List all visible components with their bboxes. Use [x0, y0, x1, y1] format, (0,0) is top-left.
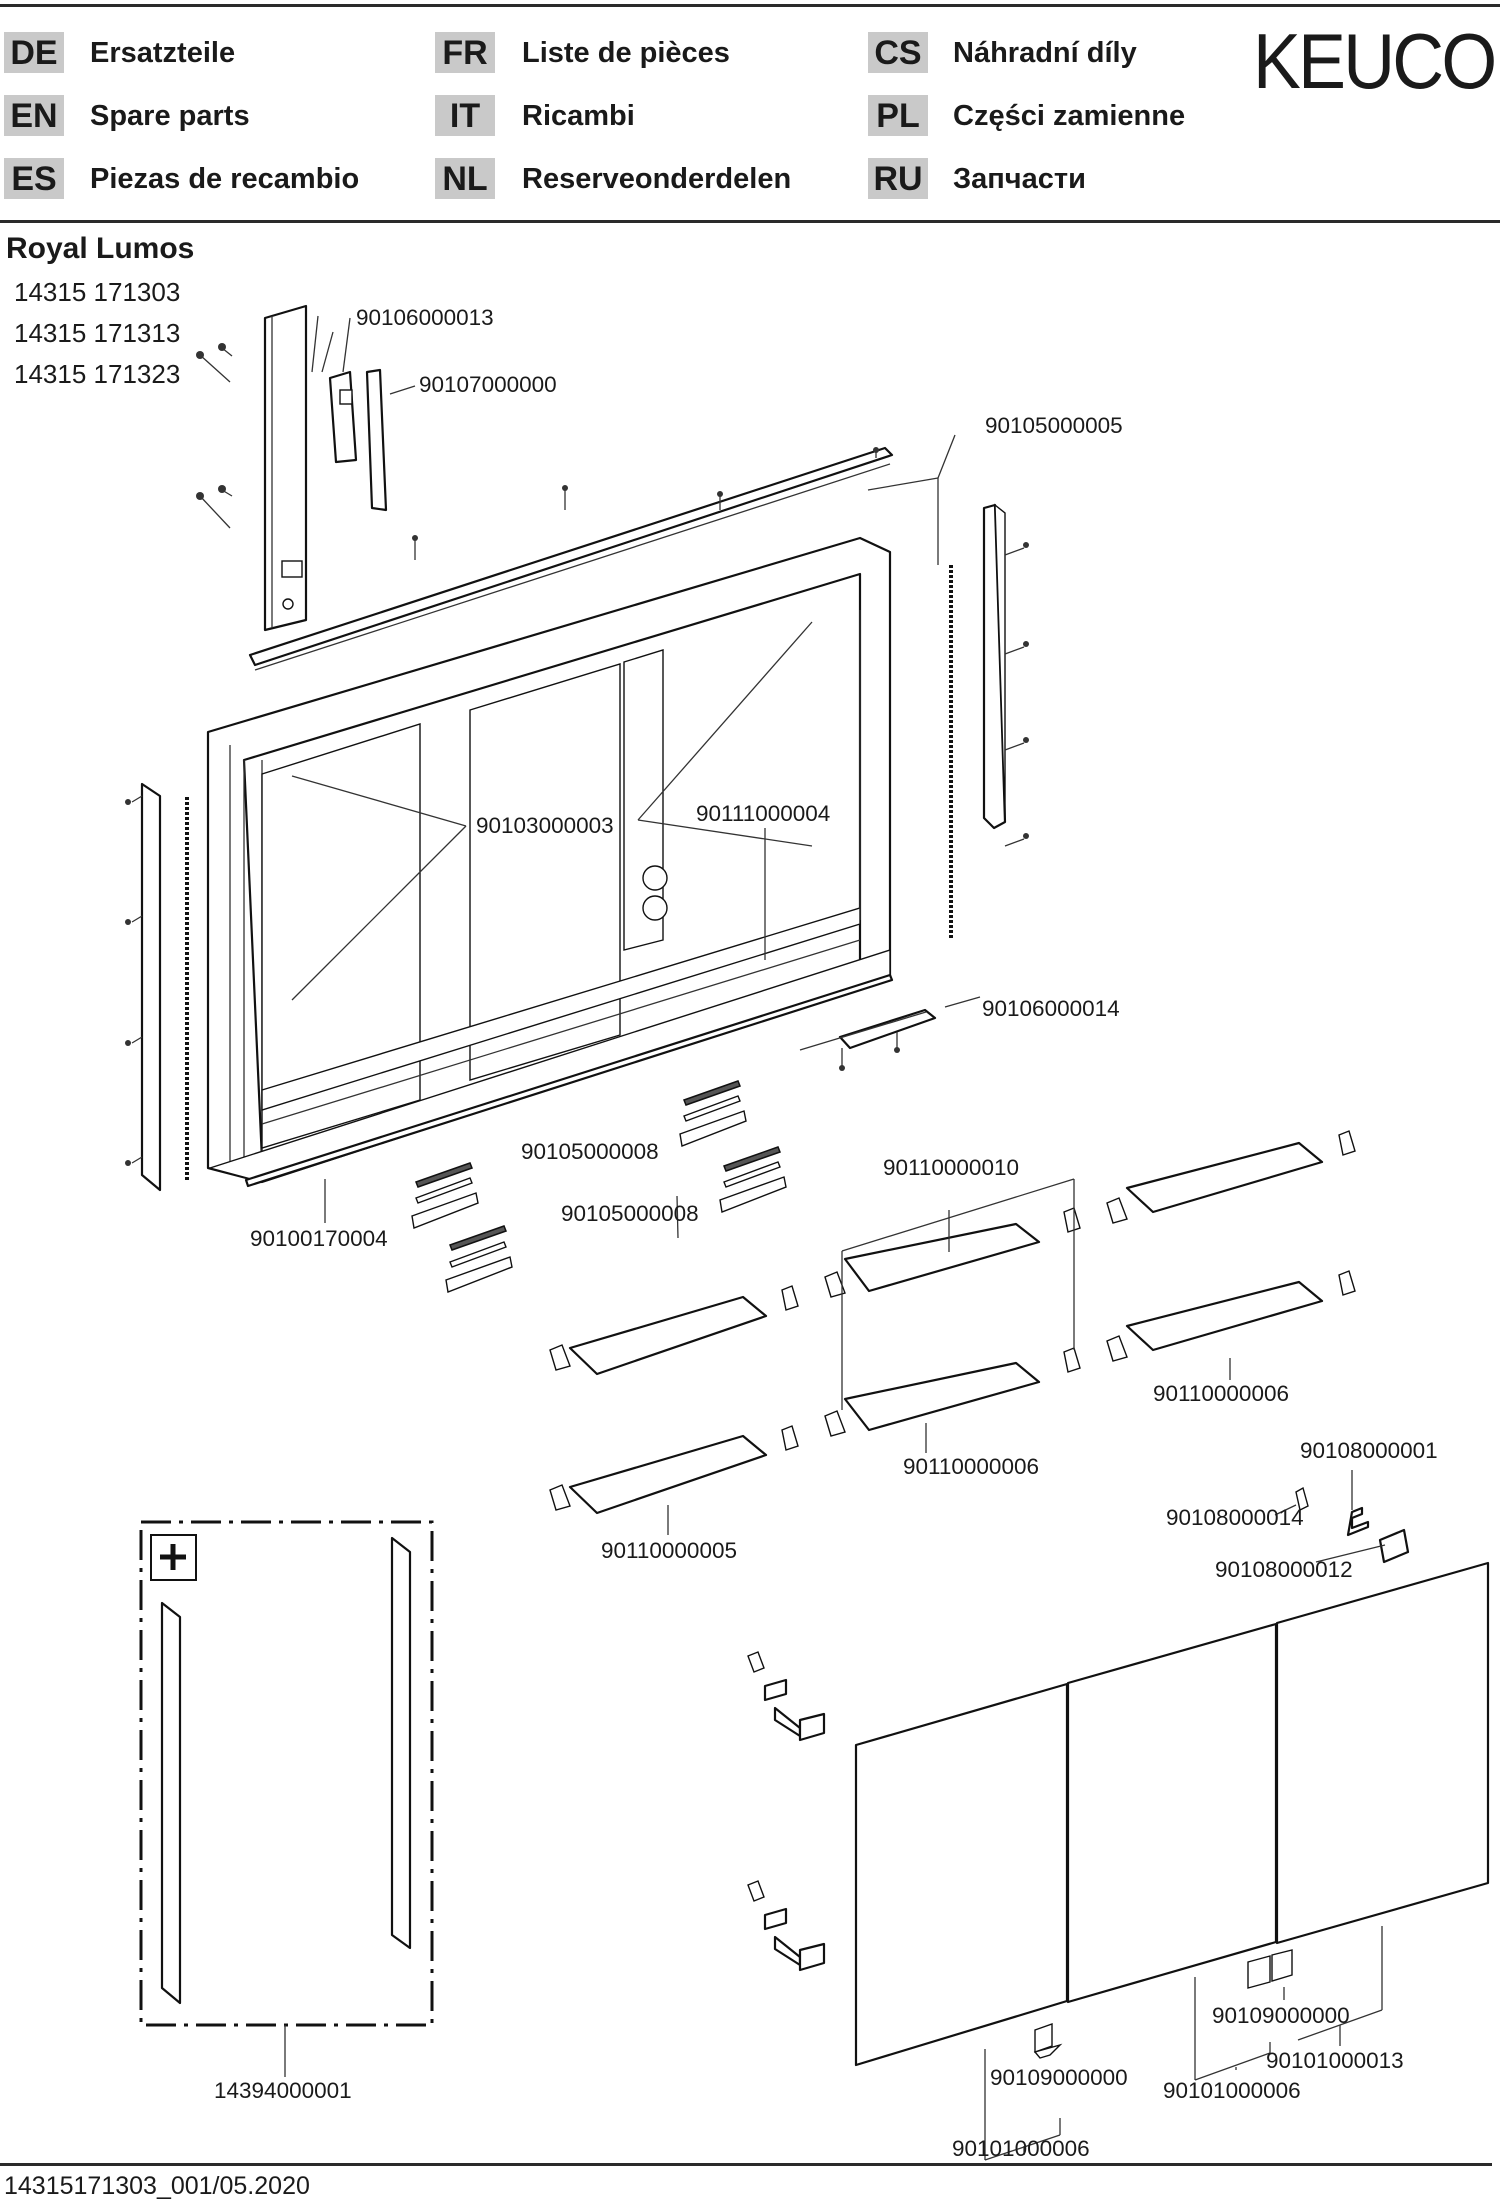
- left-light-profile: [125, 782, 189, 1192]
- lang-code-en: EN: [4, 95, 64, 136]
- callout-control-unit: 90106000013: [356, 305, 494, 330]
- lang-label-en: Spare parts: [90, 100, 250, 132]
- callout-shelf-middle-lower: 90110000006: [903, 1454, 1039, 1479]
- mounting-plate: [196, 304, 308, 632]
- screw-icon: [196, 343, 233, 529]
- plus-icon: [160, 1544, 186, 1570]
- lang-label-it: Ricambi: [522, 100, 635, 132]
- leader-lines: [284, 331, 1386, 2161]
- callout-cabinet-body: 90111000004: [696, 801, 830, 826]
- right-light-profile: [949, 503, 1029, 938]
- callout-shelf-left-lower: 90110000005: [601, 1538, 737, 1563]
- lang-code-es: ES: [4, 158, 64, 199]
- control-unit: [311, 315, 358, 464]
- top-light-profile: [248, 446, 894, 671]
- lang-label-cs: Náhradní díly: [953, 37, 1137, 69]
- lang-label-pl: Części zamienne: [953, 100, 1186, 132]
- bottom-sensor-bar: [799, 1008, 937, 1071]
- callout-light-profile-set-a: 90105000008: [521, 1139, 659, 1164]
- lang-code-cs: CS: [868, 32, 928, 73]
- callout-shelf-right-upper: 90110000006: [1153, 1381, 1289, 1406]
- callout-hinge-cap: 90108000001: [1300, 1438, 1438, 1463]
- callout-door-middle: 90101000006: [1163, 2078, 1301, 2103]
- header-top-rule: [0, 4, 1500, 7]
- light-profile-set: [411, 1080, 787, 1293]
- callout-door-handle-left: 90109000000: [990, 2065, 1128, 2090]
- callout-bottom-profile: 90100170004: [250, 1226, 388, 1251]
- callout-door-left: 90101000006: [952, 2136, 1090, 2161]
- lang-label-de: Ersatzteile: [90, 37, 236, 69]
- lang-label-ru: Запчасти: [953, 163, 1086, 195]
- cabinet-body: [206, 536, 892, 1184]
- callout-hinge: 90108000012: [1215, 1557, 1353, 1582]
- callout-door-right: 90101000013: [1266, 2048, 1404, 2073]
- callout-top-light-profile: 90105000005: [985, 413, 1123, 438]
- product-title: Royal Lumos: [6, 232, 195, 265]
- lang-label-es: Piezas de recambio: [90, 163, 360, 195]
- callout-side-panel-accessory: 14394000001: [214, 2078, 352, 2103]
- lang-code-ru: RU: [868, 158, 928, 199]
- lang-code-nl: NL: [435, 158, 495, 199]
- document-id: 14315171303_001/05.2020: [4, 2172, 310, 2200]
- callout-shelf-screws: 90103000003: [476, 813, 614, 838]
- lang-code-it: IT: [435, 95, 495, 136]
- brand-logo: KEUCO: [1253, 17, 1497, 105]
- lang-label-nl: Reserveonderdelen: [522, 163, 792, 195]
- lang-code-de: DE: [4, 32, 64, 73]
- accessory-box: [139, 1520, 434, 2027]
- header-bottom-rule: [0, 220, 1500, 223]
- lang-code-fr: FR: [435, 32, 495, 73]
- article-number: 14315 171323: [14, 359, 181, 389]
- cover-strip: [365, 368, 416, 512]
- article-number: 14315 171313: [14, 318, 181, 348]
- callout-door-handle-right: 90109000000: [1212, 2003, 1350, 2028]
- callout-bottom-sensor: 90106000014: [982, 996, 1120, 1021]
- callout-hinge-pad: 90108000014: [1166, 1505, 1304, 1530]
- article-number: 14315 171303: [14, 277, 181, 307]
- lang-code-pl: PL: [868, 95, 928, 136]
- lang-label-fr: Liste de pièces: [522, 37, 730, 69]
- footer-rule: [0, 2163, 1492, 2166]
- shelf-clip-icon: [549, 1130, 1356, 1511]
- callout-shelf-set-top: 90110000010: [883, 1155, 1019, 1180]
- shelves: [549, 1130, 1356, 1515]
- callout-light-profile-set-b: 90105000008: [561, 1201, 699, 1226]
- callout-cover-strip: 90107000000: [419, 372, 557, 397]
- mirror-doors: [854, 1561, 1490, 2067]
- hinge-parts: [747, 1486, 1410, 1972]
- bottom-profile: [244, 973, 894, 1188]
